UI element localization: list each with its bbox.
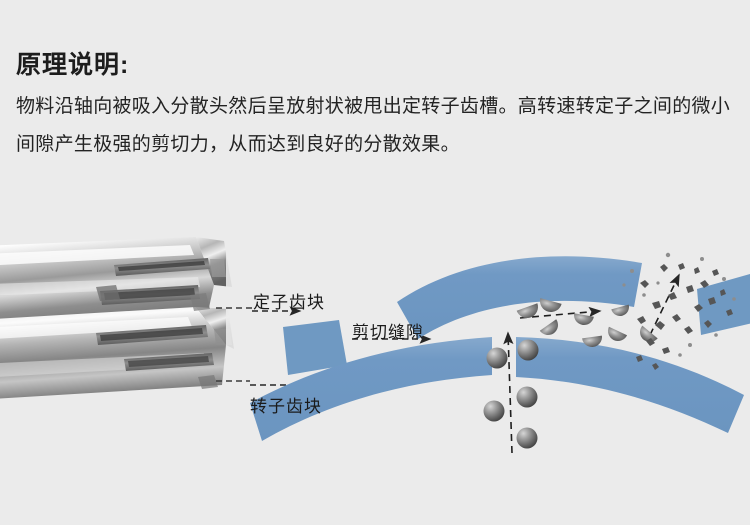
- intro-text-block: 原理说明: 物料沿轴向被吸入分散头然后呈放射状被甩出定转子齿槽。高转速转定子之间…: [16, 48, 734, 164]
- rotor-arc-band: [250, 337, 744, 441]
- sheared-half-spheres: [516, 298, 658, 347]
- label-shear-gap: 剪切缝隙: [352, 323, 424, 342]
- arrow-shear-right: [519, 306, 602, 319]
- flow-arrows: [503, 273, 680, 454]
- stator-tooth-block-right: [697, 273, 750, 335]
- feed-spheres: [483, 339, 539, 449]
- dispersed-fragments: [622, 252, 736, 370]
- page-title: 原理说明:: [16, 51, 130, 79]
- principle-diagram: 定子齿块 剪切缝隙 转子齿块: [0, 225, 750, 525]
- dispersing-head-photo: [0, 225, 252, 525]
- diagram-svg: [0, 225, 750, 525]
- label-rotor-tooth: 转子齿块: [250, 397, 322, 416]
- head-slots-lower: [96, 325, 214, 371]
- leader-lines: [216, 307, 252, 382]
- description-paragraph: 物料沿轴向被吸入分散头然后呈放射状被甩出定转子齿槽。高转速转定子之间的微小间隙产…: [16, 96, 731, 155]
- head-slots-upper: [100, 258, 210, 305]
- stator-arc-band: [397, 256, 642, 339]
- arrow-feed-up: [503, 331, 514, 454]
- stator-tooth-block-left: [283, 320, 347, 375]
- label-stator-tooth: 定子齿块: [253, 293, 325, 312]
